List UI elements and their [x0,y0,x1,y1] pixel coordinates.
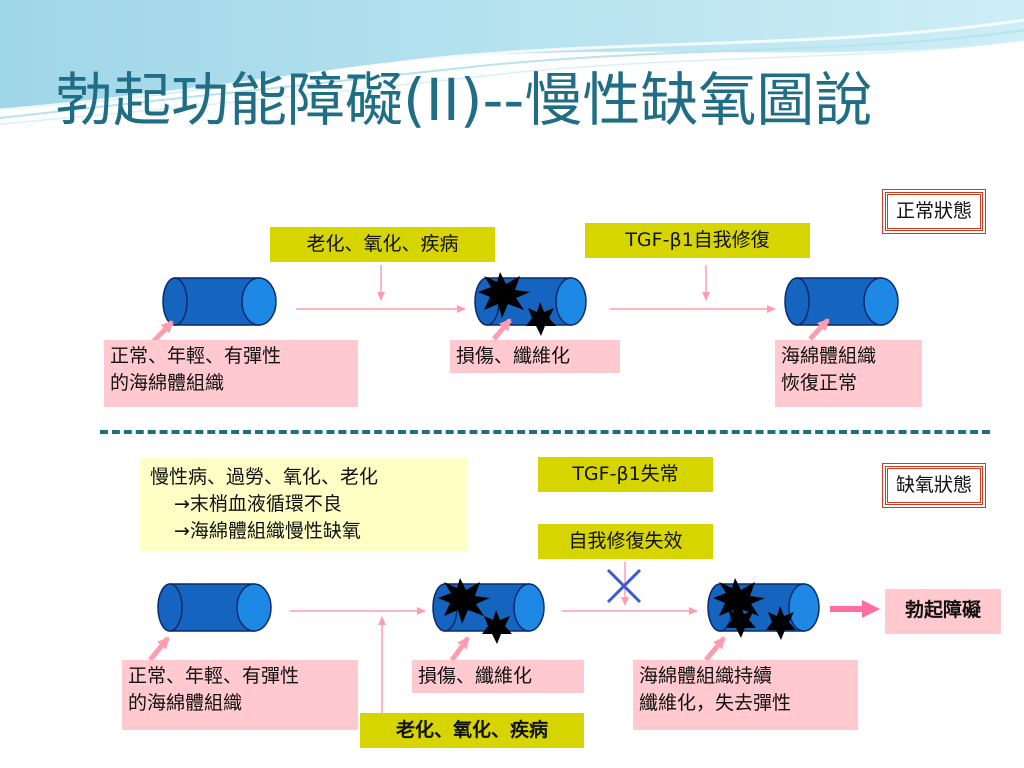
recovered-tissue-cylinder [784,277,899,326]
pointer-arrow [808,318,830,341]
blocked-cross-icon [606,568,642,604]
damage-text: 損傷、纖維化 [418,665,533,687]
fibrosis-line: 纖維化，失去彈性 [639,692,792,714]
repair-failure-label: 自我修復失效 [538,524,713,559]
damage-burst-icon [478,272,530,318]
healthy-tissue-label: 正常、年輕、有彈性 的海綿體組織 [104,340,358,407]
damage-burst-icon [482,610,512,644]
pointer-arrow [449,636,471,662]
repair-label: TGF-β1自我修復 [585,223,810,258]
pointer-arrow [148,636,170,662]
pointer-arrow [150,320,174,345]
damaged-tissue-cylinder [474,272,587,336]
section-divider [100,430,990,434]
pointer-arrow [704,636,726,662]
healthy-tissue-cylinder [162,277,277,326]
healthy-tissue-label: 正常、年輕、有彈性 的海綿體組織 [122,660,358,730]
outcome-text: 勃起障礙 [904,599,981,621]
healthy-tissue-cylinder [157,583,272,632]
recovered-label: 海綿體組織 恢復正常 [775,340,922,407]
tgf-failure-label: TGF-β1失常 [538,457,713,492]
cause-text: 老化、氧化、疾病 [306,233,459,255]
damage-label: 損傷、纖維化 [412,660,584,693]
damaged-tissue-cylinder [432,578,545,644]
damage-burst-icon [766,606,796,640]
tgf-failure-text: TGF-β1失常 [572,463,679,485]
outcome-arrow-head [862,600,880,618]
healthy-tissue-line: 的海綿體組織 [110,372,225,394]
outcome-label: 勃起障礙 [885,589,1001,634]
chronic-causes-box: 慢性病、過勞、氧化、老化 →末梢血液循環不良 →海綿體組織慢性缺氧 [140,458,468,551]
normal-state-text: 正常狀態 [896,200,973,222]
damage-burst-icon [526,302,556,336]
fibrotic-tissue-cylinder [707,578,820,640]
cause-label: 老化、氧化、疾病 [270,227,495,262]
damage-burst-icon [438,578,490,624]
damage-text: 損傷、纖維化 [456,345,571,367]
chronic-cause-line: →末梢血液循環不良 [174,493,342,515]
damage-burst-icon [726,604,756,638]
repair-text: TGF-β1自我修復 [625,229,770,251]
chronic-cause-line: →海綿體組織慢性缺氧 [174,520,361,542]
fibrosis-label: 海綿體組織持續 纖維化，失去彈性 [633,660,858,730]
cause-text: 老化、氧化、疾病 [395,719,548,741]
slide-title: 勃起功能障礙(II)--慢性缺氧圖說 [55,66,873,134]
healthy-tissue-line: 正常、年輕、有彈性 [110,345,282,367]
recovered-line: 恢復正常 [781,372,858,394]
pointer-arrow [492,318,512,341]
hypoxia-state-label: 缺氧狀態 [885,466,984,505]
recovered-line: 海綿體組織 [781,345,877,367]
healthy-tissue-line: 正常、年輕、有彈性 [128,665,300,687]
healthy-tissue-line: 的海綿體組織 [128,692,243,714]
cause-label: 老化、氧化、疾病 [360,713,584,748]
repair-failure-text: 自我修復失效 [568,530,683,552]
chronic-cause-line: 慢性病、過勞、氧化、老化 [150,466,379,488]
hypoxia-state-text: 缺氧狀態 [896,474,973,496]
normal-state-label: 正常狀態 [885,192,984,231]
header-wave-decoration [0,0,1024,125]
damage-label: 損傷、纖維化 [450,340,620,373]
fibrosis-line: 海綿體組織持續 [639,665,773,687]
